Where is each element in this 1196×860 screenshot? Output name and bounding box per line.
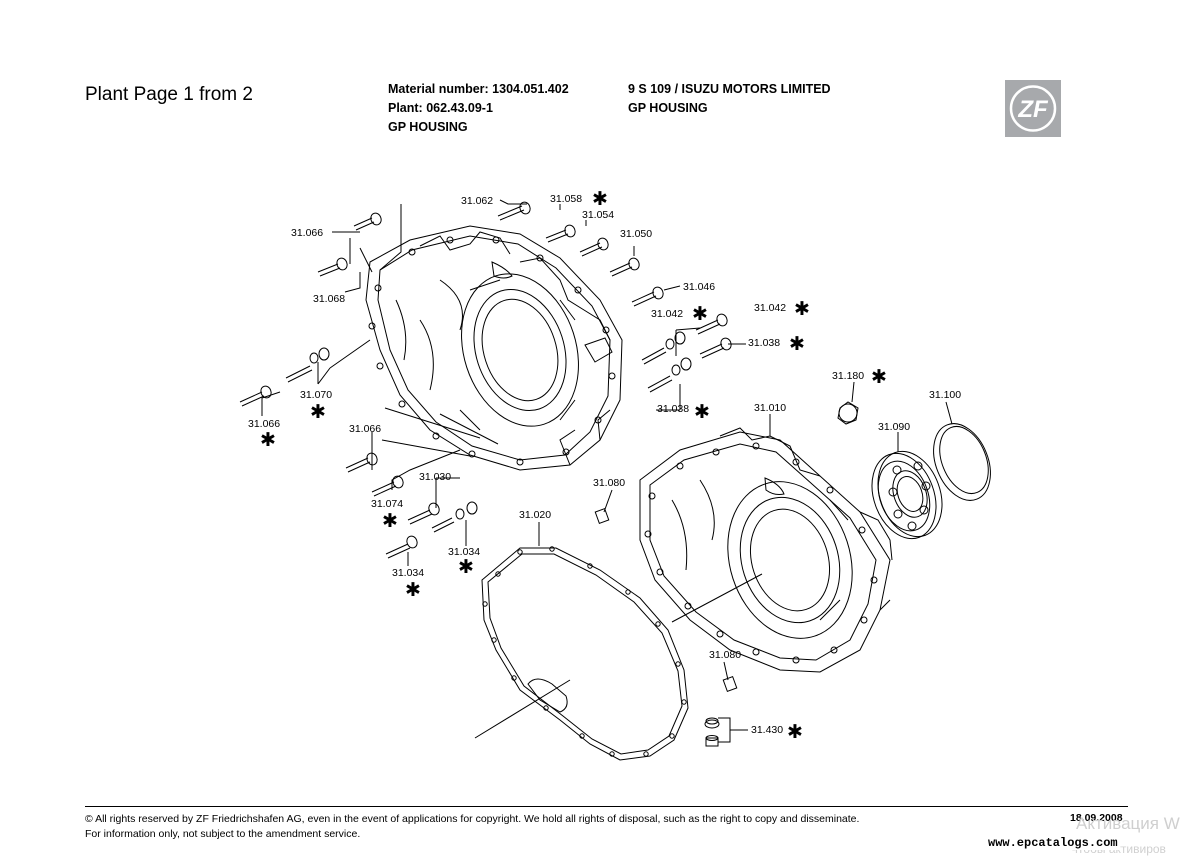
star-marker: ✱ xyxy=(789,333,805,355)
star-marker: ✱ xyxy=(871,366,887,388)
part-label: 31.430 xyxy=(751,724,783,736)
part-label: 31.066 xyxy=(291,227,323,239)
bolt-31-034 xyxy=(385,535,418,559)
dowel-pin-lower xyxy=(722,676,738,692)
studs xyxy=(285,331,692,533)
gasket-drawing xyxy=(481,546,689,761)
housing-bolt-holes xyxy=(368,236,616,466)
part-label: 31.038 xyxy=(657,403,689,415)
seal-cap-drawing xyxy=(837,401,859,425)
footer-notice: © All rights reserved by ZF Friedrichsha… xyxy=(85,812,859,842)
bearing-drawing xyxy=(871,450,943,540)
model-name: 9 S 109 / ISUZU MOTORS LIMITED xyxy=(628,82,831,96)
model-info: 9 S 109 / ISUZU MOTORS LIMITED GP HOUSIN… xyxy=(628,80,831,118)
part-label: 31.042 xyxy=(651,308,683,320)
star-marker: ✱ xyxy=(458,556,474,578)
dowel-pin-upper xyxy=(594,508,610,524)
part-label: 31.066 xyxy=(349,423,381,435)
part-label: 31.038 xyxy=(748,337,780,349)
part-label: 31.058 xyxy=(550,193,582,205)
gasket-holes xyxy=(482,546,687,757)
plant-number: Plant: 062.43.09-1 xyxy=(388,101,493,115)
material-info: Material number: 1304.051.402 Plant: 062… xyxy=(388,80,569,137)
part-label: 31.020 xyxy=(519,509,551,521)
part-label: 31.100 xyxy=(929,389,961,401)
part-label: 31.010 xyxy=(754,402,786,414)
stud-31-070 xyxy=(285,347,330,383)
left-housing-drawing xyxy=(365,225,623,471)
material-number: Material number: 1304.051.402 xyxy=(388,82,569,96)
part-label: 31.050 xyxy=(620,228,652,240)
bolt-31-066-top xyxy=(353,212,382,231)
bolt-31-074 xyxy=(371,475,404,497)
bolt-31-038-a xyxy=(699,337,732,359)
footer-divider xyxy=(85,806,1128,807)
bolt-31-030 xyxy=(407,502,440,525)
part-label: 31.070 xyxy=(300,389,332,401)
part-label: 31.046 xyxy=(683,281,715,293)
copyright-text: © All rights reserved by ZF Friedrichsha… xyxy=(85,813,860,825)
part-label: 31.066 xyxy=(248,418,280,430)
assembly-description: GP HOUSING xyxy=(388,120,468,134)
star-marker: ✱ xyxy=(692,303,708,325)
bolt-31-066-left xyxy=(239,385,272,407)
bolt-31-068 xyxy=(317,257,348,277)
leader-lines xyxy=(261,199,953,743)
group-name: GP HOUSING xyxy=(628,101,708,115)
part-label: 31.074 xyxy=(371,498,403,510)
star-marker: ✱ xyxy=(794,298,810,320)
bolt-31-046 xyxy=(631,286,664,307)
part-label: 31.090 xyxy=(878,421,910,433)
star-marker: ✱ xyxy=(592,188,608,210)
plug-drawing xyxy=(704,717,720,747)
part-label: 31.042 xyxy=(754,302,786,314)
star-marker: ✱ xyxy=(787,721,803,743)
retaining-ring-drawing xyxy=(933,423,991,501)
gear-case-bolt-holes xyxy=(644,442,878,664)
star-marker: ✱ xyxy=(405,579,421,601)
part-label: 31.054 xyxy=(582,209,614,221)
page-title: Plant Page 1 from 2 xyxy=(85,84,253,105)
part-label: 31.030 xyxy=(419,471,451,483)
part-label: 31.180 xyxy=(832,370,864,382)
right-housing-drawing xyxy=(639,427,893,673)
part-label: 31.034 xyxy=(392,567,424,579)
part-label: 31.034 xyxy=(448,546,480,558)
stud-31-034 xyxy=(431,501,478,533)
bolt-31-058 xyxy=(545,224,576,243)
bolt-31-054 xyxy=(579,237,609,257)
bolt-31-050 xyxy=(609,257,640,277)
star-marker: ✱ xyxy=(310,401,326,423)
part-labels: 31.062 31.058 ✱ 31.054 31.050 31.066 31.… xyxy=(248,188,961,743)
info-text: For information only, not subject to the… xyxy=(85,828,361,840)
bolt-31-062 xyxy=(497,201,531,221)
part-label: 31.080 xyxy=(593,477,625,489)
bolt-31-042-a xyxy=(695,313,728,335)
stud-31-038-b xyxy=(647,357,692,393)
star-marker: ✱ xyxy=(382,510,398,532)
site-url: www.epcatalogs.com xyxy=(986,836,1120,850)
star-marker: ✱ xyxy=(260,429,276,451)
zf-logo: ZF xyxy=(1005,80,1061,137)
stud-31-042-b xyxy=(641,331,686,365)
part-label: 31.080 xyxy=(709,649,741,661)
part-label: 31.062 xyxy=(461,195,493,207)
part-label: 31.068 xyxy=(313,293,345,305)
bolts xyxy=(239,201,732,559)
bolt-31-066-mid xyxy=(345,452,378,473)
activation-watermark: Активация W xyxy=(1076,814,1180,833)
print-date: 18.09.2008 xyxy=(1070,812,1123,824)
svg-text:ZF: ZF xyxy=(1017,96,1049,123)
star-marker: ✱ xyxy=(694,401,710,423)
